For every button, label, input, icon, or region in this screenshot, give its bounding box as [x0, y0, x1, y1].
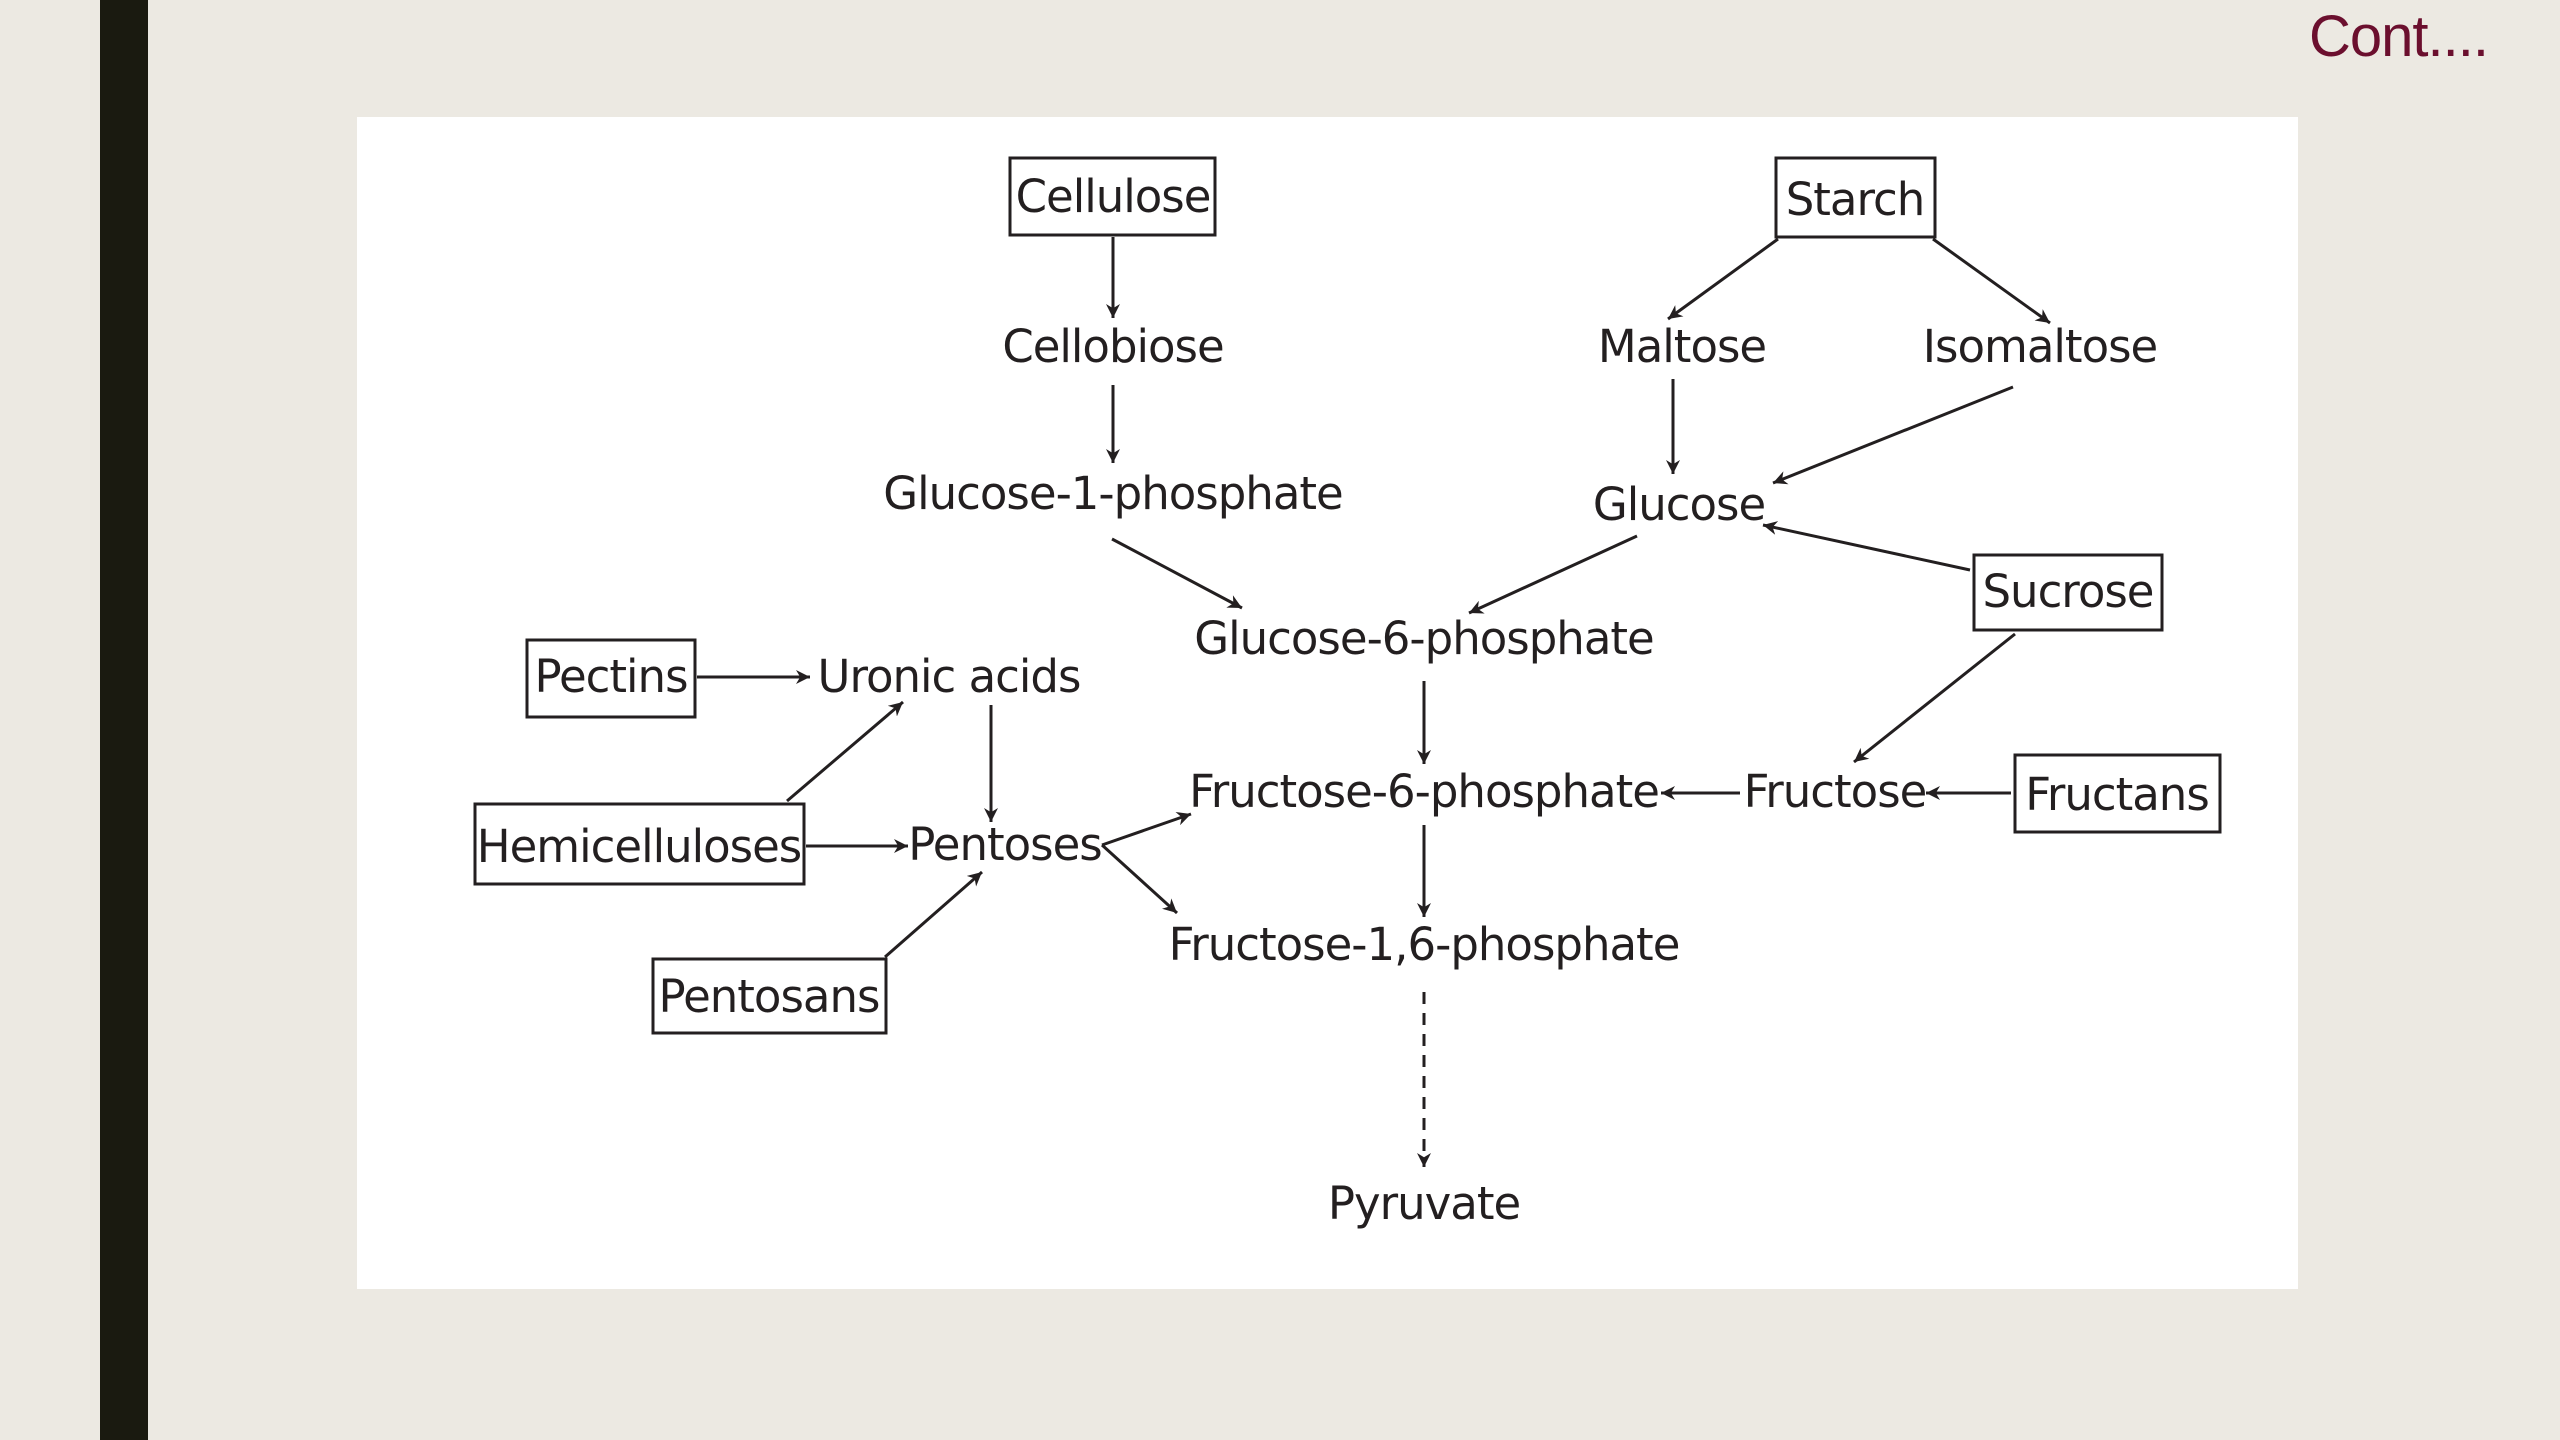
- sucrose-box: [1972, 553, 2164, 632]
- edge-glucose-glucose6p: [1468, 534, 1638, 615]
- node-glucose-6-phosphate: Glucose-6-phosphate: [1194, 612, 1653, 665]
- node-pentosans: Pentosans: [659, 970, 880, 1023]
- node-cellulose: Cellulose: [1016, 170, 1211, 223]
- edge-hemicelluloses-uronic: [786, 700, 904, 803]
- starch-box: [1774, 156, 1937, 239]
- node-glucose: Glucose: [1593, 478, 1765, 531]
- node-pentoses: Pentoses: [908, 818, 1102, 871]
- node-hemicelluloses: Hemicelluloses: [477, 820, 801, 873]
- edge-pentosans-pentoses: [884, 870, 983, 959]
- pentosans-box: [651, 957, 888, 1035]
- node-sucrose: Sucrose: [1982, 565, 2153, 618]
- node-pectins: Pectins: [534, 650, 687, 703]
- edge-sucrose-glucose: [1762, 521, 1971, 572]
- pathway-diagram: Cellulose Cellobiose Glucose-1-phosphate…: [473, 156, 2222, 1230]
- edge-isomaltose-glucose: [1772, 385, 2014, 485]
- slide-side-bar: [100, 0, 148, 1440]
- node-glucose-1-phosphate: Glucose-1-phosphate: [883, 467, 1342, 520]
- slide-title: Cont....: [2309, 4, 2489, 69]
- pectins-box: [525, 638, 697, 719]
- node-starch: Starch: [1786, 173, 1925, 226]
- edge-starch-maltose: [1667, 237, 1779, 321]
- fructans-box: [2013, 753, 2222, 834]
- diagram-panel: Cellulose Cellobiose Glucose-1-phosphate…: [357, 117, 2298, 1289]
- node-maltose: Maltose: [1598, 320, 1766, 373]
- node-fructose: Fructose: [1744, 765, 1927, 818]
- node-fructans: Fructans: [2025, 768, 2209, 821]
- edge-pentoses-fructose16p: [1100, 843, 1179, 915]
- node-cellobiose: Cellobiose: [1002, 320, 1223, 373]
- node-pyruvate: Pyruvate: [1328, 1177, 1520, 1230]
- edge-glucose1p-glucose6p: [1111, 537, 1243, 610]
- node-uronic-acids: Uronic acids: [818, 650, 1081, 703]
- node-fructose-1-6-phosphate: Fructose-1,6-phosphate: [1169, 918, 1680, 971]
- hemicelluloses-box: [473, 802, 806, 886]
- cellulose-box: [1008, 156, 1217, 237]
- edge-pentoses-fructose6p: [1101, 811, 1192, 847]
- edge-sucrose-fructose: [1853, 632, 2016, 764]
- edge-starch-isomaltose: [1932, 237, 2051, 325]
- node-fructose-6-phosphate: Fructose-6-phosphate: [1189, 765, 1659, 818]
- node-isomaltose: Isomaltose: [1923, 320, 2157, 373]
